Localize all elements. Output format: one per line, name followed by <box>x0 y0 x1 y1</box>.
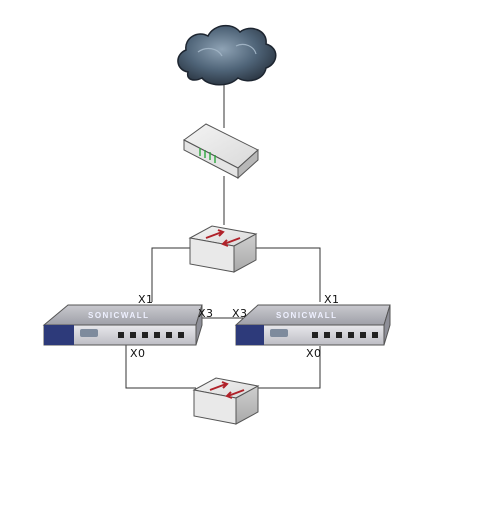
network-switch-bottom-icon <box>192 377 260 425</box>
svg-text:SONICWALL: SONICWALL <box>276 311 338 320</box>
connection-lines <box>125 82 321 389</box>
port-label-left-x1: X1 <box>138 293 154 306</box>
router-modem-icon <box>183 123 259 180</box>
sonicwall-appliance-right-icon: SONICWALL <box>234 304 391 346</box>
port-label-left-x3: X3 <box>198 307 214 320</box>
svg-text:SONICWALL: SONICWALL <box>88 311 150 320</box>
cloud-icon <box>177 24 277 86</box>
link-right-x0-switch <box>252 346 321 389</box>
link-switch-left-x1 <box>151 247 192 302</box>
network-switch-icon <box>188 225 258 273</box>
link-switch-right-x1 <box>256 247 321 302</box>
port-label-right-x0: X0 <box>306 347 322 360</box>
port-label-right-x1: X1 <box>324 293 340 306</box>
link-left-x0-switch <box>125 345 196 389</box>
port-label-right-x3: X3 <box>232 307 248 320</box>
port-label-left-x0: X0 <box>130 347 146 360</box>
sonicwall-appliance-left-icon: SONICWALL <box>42 304 203 346</box>
